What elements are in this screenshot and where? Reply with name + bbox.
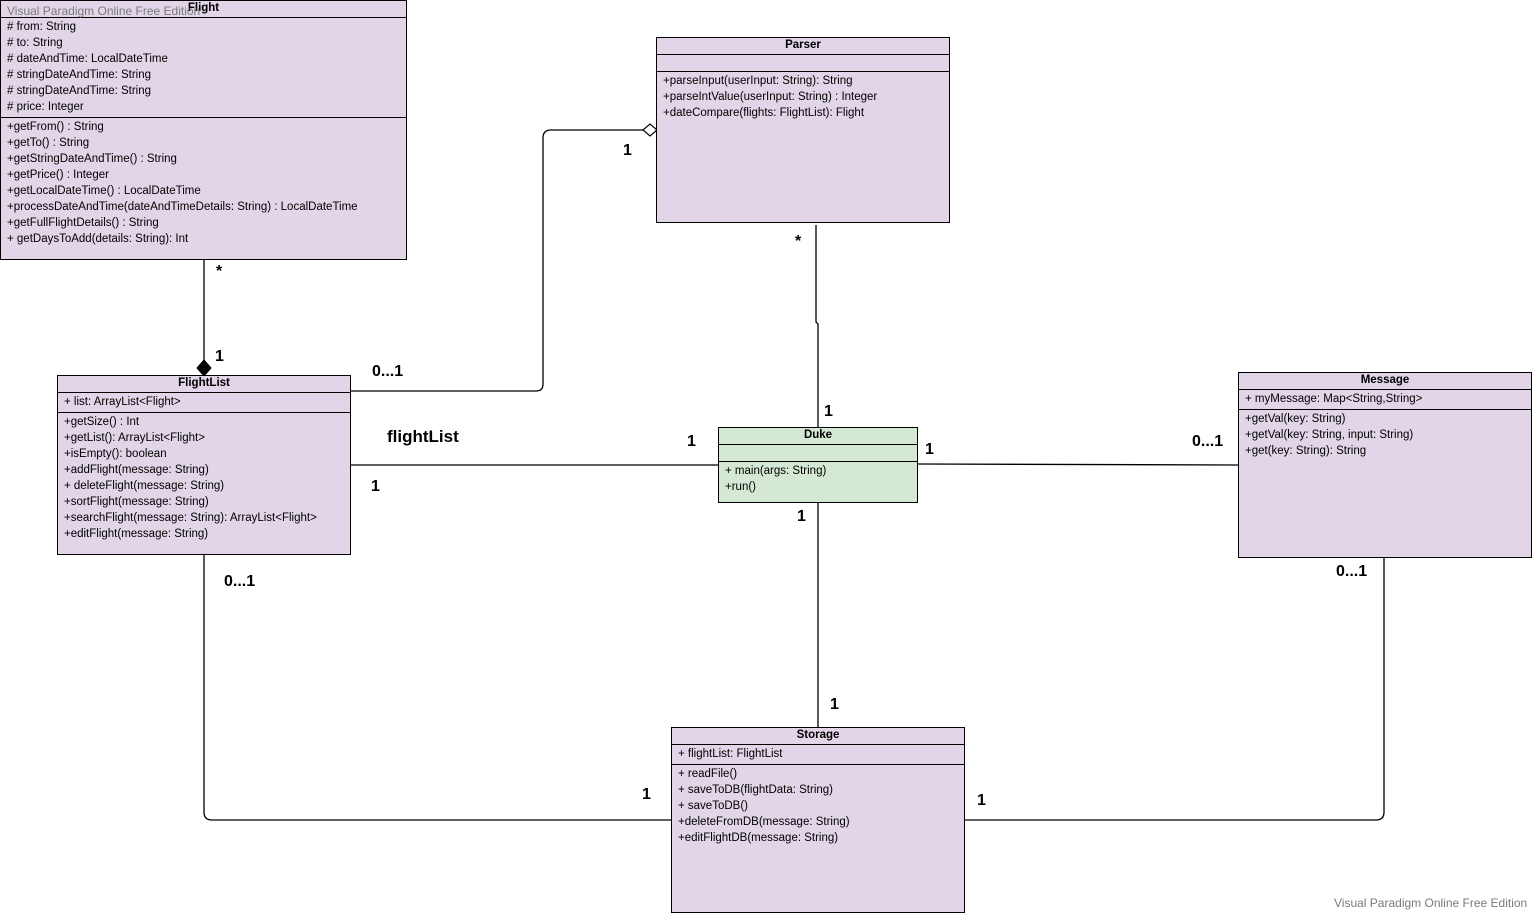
duke-message-association: [917, 463, 1239, 466]
class-flightlist-attributes: + list: ArrayList<Flight>: [58, 393, 350, 413]
class-duke-methods: + main(args: String) +run(): [719, 462, 917, 497]
method: + deleteFlight(message: String): [64, 480, 225, 492]
method: +run(): [725, 481, 756, 493]
attribute: # price: Integer: [7, 101, 84, 113]
class-parser-title: Parser: [657, 38, 949, 55]
watermark-bottom: Visual Paradigm Online Free Edition: [1334, 896, 1528, 910]
class-message-title: Message: [1239, 373, 1531, 390]
attribute: # stringDateAndTime: String: [7, 69, 152, 81]
class-duke[interactable]: Duke + main(args: String) +run(): [718, 427, 918, 503]
multiplicity-flight-star: *: [216, 263, 223, 280]
multiplicity-storage-right: 1: [977, 792, 986, 809]
method: +get(key: String): String: [1245, 445, 1367, 457]
method: +getPrice() : Integer: [7, 169, 109, 181]
method: +addFlight(message: String): [64, 464, 209, 476]
method: +parseIntValue(userInput: String) : Inte…: [663, 91, 878, 103]
method: +deleteFromDB(message: String): [678, 816, 850, 828]
class-duke-title: Duke: [719, 428, 917, 445]
multiplicity-flightlist-aggregation: 0...1: [372, 363, 404, 380]
method: +getFrom() : String: [7, 121, 104, 133]
multiplicity-parser-star: *: [795, 233, 802, 250]
aggregation-diamond: [642, 123, 658, 137]
method: +getList(): ArrayList<Flight>: [64, 432, 205, 444]
method: +getVal(key: String): [1245, 413, 1346, 425]
method: +getSize() : Int: [64, 416, 140, 428]
class-storage-title: Storage: [672, 728, 964, 745]
class-flightlist-title: FlightList: [58, 376, 350, 393]
method: +getTo() : String: [7, 137, 90, 149]
method: + readFile(): [678, 768, 738, 780]
method: + main(args: String): [725, 465, 827, 477]
method: +getFullFlightDetails() : String: [7, 217, 159, 229]
message-storage-association: [965, 558, 1385, 821]
method: +getVal(key: String, input: String): [1245, 429, 1414, 441]
multiplicity-message-bottom: 0...1: [1336, 563, 1368, 580]
method: +dateCompare(flights: FlightList): Fligh…: [663, 107, 865, 119]
association-label-flightlist: flightList: [387, 427, 459, 446]
multiplicity-parser-aggregation: 1: [623, 142, 632, 159]
multiplicity-flightlist-bottom: 0...1: [224, 573, 256, 590]
class-flightlist-methods: +getSize() : Int +getList(): ArrayList<F…: [58, 413, 350, 544]
class-storage-methods: + readFile() + saveToDB(flightData: Stri…: [672, 765, 964, 848]
class-storage[interactable]: Storage + flightList: FlightList + readF…: [671, 727, 965, 913]
class-storage-attributes: + flightList: FlightList: [672, 745, 964, 765]
class-flight-title: Flight: [1, 1, 406, 18]
method: +getStringDateAndTime() : String: [7, 153, 177, 165]
multiplicity-duke-top: 1: [824, 403, 833, 420]
multiplicity-duke-bottom: 1: [797, 508, 806, 525]
class-parser-attributes: [657, 55, 949, 72]
multiplicity-flightlist-top: 1: [215, 348, 224, 365]
class-parser-methods: +parseInput(userInput: String): String +…: [657, 72, 949, 123]
multiplicity-message-left: 0...1: [1192, 433, 1224, 450]
attribute: # stringDateAndTime: String: [7, 85, 152, 97]
attribute: + flightList: FlightList: [678, 748, 783, 760]
method: +getLocalDateTime() : LocalDateTime: [7, 185, 201, 197]
multiplicity-storage-top: 1: [830, 696, 839, 713]
method: + saveToDB(flightData: String): [678, 784, 833, 796]
attribute: # to: String: [7, 37, 63, 49]
watermark-top: Visual Paradigm Online Free Edition: [7, 4, 201, 18]
method: +parseInput(userInput: String): String: [663, 75, 853, 87]
class-duke-attributes: [719, 445, 917, 462]
class-message[interactable]: Message + myMessage: Map<String,String> …: [1238, 372, 1532, 558]
class-message-methods: +getVal(key: String) +getVal(key: String…: [1239, 410, 1531, 461]
class-flightlist[interactable]: FlightList + list: ArrayList<Flight> +ge…: [57, 375, 351, 555]
multiplicity-storage-left: 1: [642, 786, 651, 803]
flightlist-storage-association: [203, 555, 671, 821]
method: + getDaysToAdd(details: String): Int: [7, 233, 189, 245]
attribute: + myMessage: Map<String,String>: [1245, 393, 1423, 405]
method: +searchFlight(message: String): ArrayLis…: [64, 512, 317, 524]
method: +processDateAndTime(dateAndTimeDetails: …: [7, 201, 358, 213]
multiplicity-flightlist-right: 1: [371, 478, 380, 495]
multiplicity-duke-left: 1: [687, 433, 696, 450]
method: +isEmpty(): boolean: [64, 448, 167, 460]
class-flight[interactable]: Flight # from: String # to: String # dat…: [0, 0, 407, 260]
method: +editFlight(message: String): [64, 528, 209, 540]
class-flight-methods: +getFrom() : String +getTo() : String +g…: [1, 118, 406, 249]
attribute: # dateAndTime: LocalDateTime: [7, 53, 168, 65]
method: +sortFlight(message: String): [64, 496, 209, 508]
parser-duke-association: [815, 225, 819, 427]
attribute: # from: String: [7, 21, 77, 33]
class-message-attributes: + myMessage: Map<String,String>: [1239, 390, 1531, 410]
method: +editFlightDB(message: String): [678, 832, 839, 844]
composition-diamond: [196, 359, 212, 377]
flightlist-parser-aggregation: [351, 129, 643, 392]
multiplicity-duke-right: 1: [925, 441, 934, 458]
attribute: + list: ArrayList<Flight>: [64, 396, 181, 408]
method: + saveToDB(): [678, 800, 748, 812]
class-parser[interactable]: Parser +parseInput(userInput: String): S…: [656, 37, 950, 223]
class-flight-attributes: # from: String # to: String # dateAndTim…: [1, 18, 406, 118]
